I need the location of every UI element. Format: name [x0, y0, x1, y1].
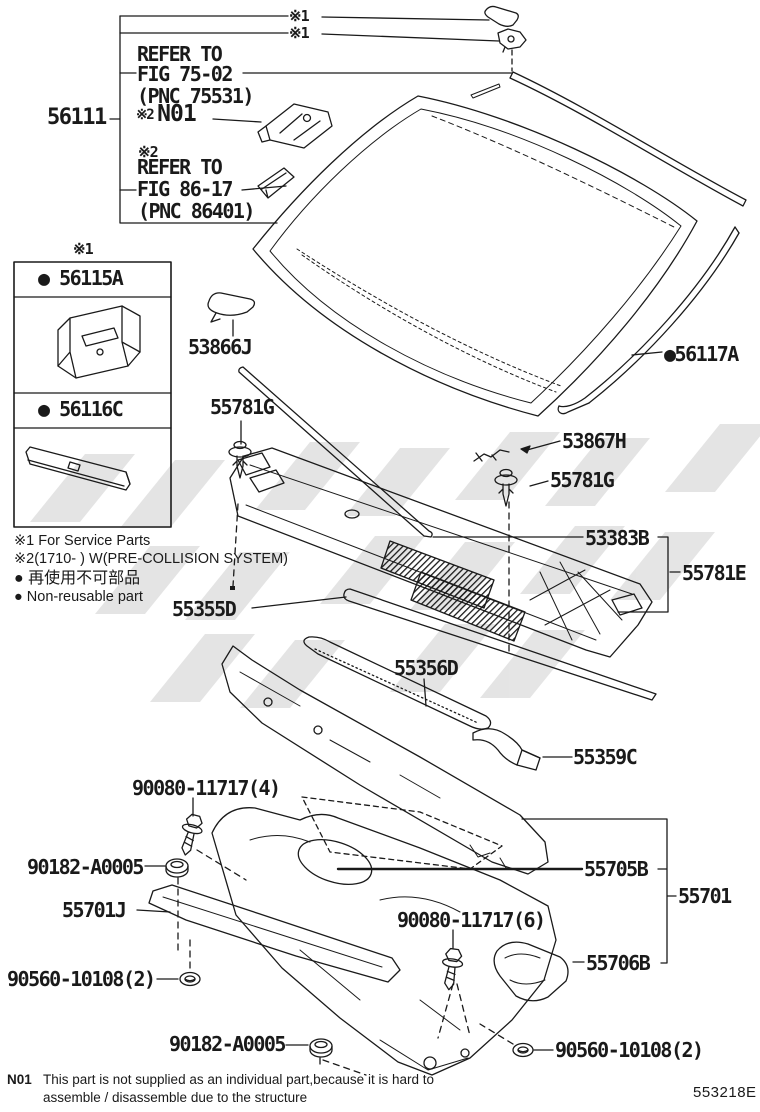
part-label-55356D[interactable]: 55356D — [394, 656, 459, 680]
part-53867H — [473, 440, 561, 462]
refer-note-1-line2: FIG 75-02 — [137, 62, 233, 86]
part-label-53866J[interactable]: 53866J — [188, 335, 253, 359]
part-55359C — [472, 728, 541, 771]
note-non-reusable-jp: ● 再使用不可部品 — [14, 570, 141, 587]
part-label-55355D[interactable]: 55355D — [172, 597, 237, 621]
part-label-90182-A0005-upper[interactable]: 90182-A0005 — [27, 855, 144, 879]
note-non-reusable-en: ● Non-reusable part — [14, 589, 143, 605]
part-55701J — [148, 884, 401, 983]
windshield-glass — [252, 95, 698, 417]
n01-clip-illustration — [257, 103, 333, 149]
part-53866J — [207, 292, 256, 337]
part-label-90560-10108-right[interactable]: 90560-10108(2) — [555, 1038, 704, 1062]
symbol-ref-2b: ※2 — [138, 143, 159, 161]
refer-box-bracket — [109, 15, 513, 224]
footnote-line1: This part is not supplied as an individu… — [43, 1072, 434, 1087]
bolt-icon — [174, 812, 207, 859]
symbol-ref-1b: ※1 — [289, 24, 310, 42]
part-label-56115A[interactable]: ● 56115A — [38, 266, 124, 290]
bolt-icon — [438, 947, 466, 992]
footnote-line2: assemble / disassemble due to the struct… — [43, 1090, 308, 1105]
footnote-code: N01 — [7, 1072, 32, 1087]
nut-clip-icon — [165, 858, 189, 878]
projection-lines — [177, 501, 514, 1076]
part-label-53867H[interactable]: 53867H — [562, 429, 627, 453]
n01-code: N01 — [157, 101, 197, 127]
figure-code: 553218E — [693, 1084, 757, 1101]
part-label-55781E[interactable]: 55781E — [682, 561, 747, 585]
part-label-55781G-left[interactable]: 55781G — [210, 395, 275, 419]
grommet-icon — [179, 971, 201, 987]
part-55355D — [343, 588, 657, 701]
part-label-90560-10108-left[interactable]: 90560-10108(2) — [7, 967, 156, 991]
part-label-55359C[interactable]: 55359C — [573, 745, 638, 769]
part-label-55706B[interactable]: 55706B — [586, 951, 651, 975]
part-label-56116C[interactable]: ● 56116C — [38, 397, 124, 421]
note-pre-collision: ※2(1710- ) W(PRE-COLLISION SYSTEM) — [14, 551, 289, 567]
lower-panel-assembly — [211, 796, 557, 1076]
part-label-55701[interactable]: 55701 — [678, 884, 732, 908]
leader-lines — [136, 351, 681, 1051]
refer-note-2-line3: (PNC 86401) — [138, 199, 255, 223]
refer-note-2-line2: FIG 86-17 — [137, 177, 233, 201]
part-label-55705B[interactable]: 55705B — [584, 857, 649, 881]
side-molding-56117A — [557, 226, 740, 415]
part-label-55701J[interactable]: 55701J — [62, 898, 127, 922]
part-label-90182-A0005-lower[interactable]: 90182-A0005 — [169, 1032, 286, 1056]
symbol-ref-2: ※2 — [136, 106, 155, 123]
refer-note-1-line1: REFER TO — [137, 42, 223, 66]
part-label-90080-11717-4[interactable]: 90080-11717(4) — [132, 776, 281, 800]
windshield-top-molding — [470, 71, 747, 207]
part-label-53383B[interactable]: 53383B — [585, 526, 650, 550]
note-service-parts: ※1 For Service Parts — [14, 533, 151, 549]
refer-note-1-line3: (PNC 75531) — [137, 84, 254, 108]
service-parts-box — [13, 261, 172, 528]
cowl-louver-assembly — [229, 447, 653, 658]
part-label-56111[interactable]: 56111 — [47, 105, 107, 130]
symbol-service-box: ※1 — [73, 240, 94, 258]
part-label-56117A[interactable]: ●56117A — [664, 342, 739, 366]
part-label-55781G-right[interactable]: 55781G — [550, 468, 615, 492]
part-label-56111-note: ※2 N01 — [136, 101, 197, 127]
fig86-part-illustration — [257, 167, 295, 199]
grommet-icon — [512, 1042, 534, 1058]
part-55706B — [493, 941, 569, 1002]
dash-panel-55356D — [221, 636, 549, 875]
nut-clip-icon — [309, 1038, 333, 1058]
part-53383B — [238, 366, 433, 538]
refer-note-2-line1: REFER TO — [137, 155, 223, 179]
retainer-clip-top-icon — [484, 5, 527, 72]
symbol-ref-1a: ※1 — [289, 7, 310, 25]
part-label-90080-11717-6[interactable]: 90080-11717(6) — [397, 908, 546, 932]
